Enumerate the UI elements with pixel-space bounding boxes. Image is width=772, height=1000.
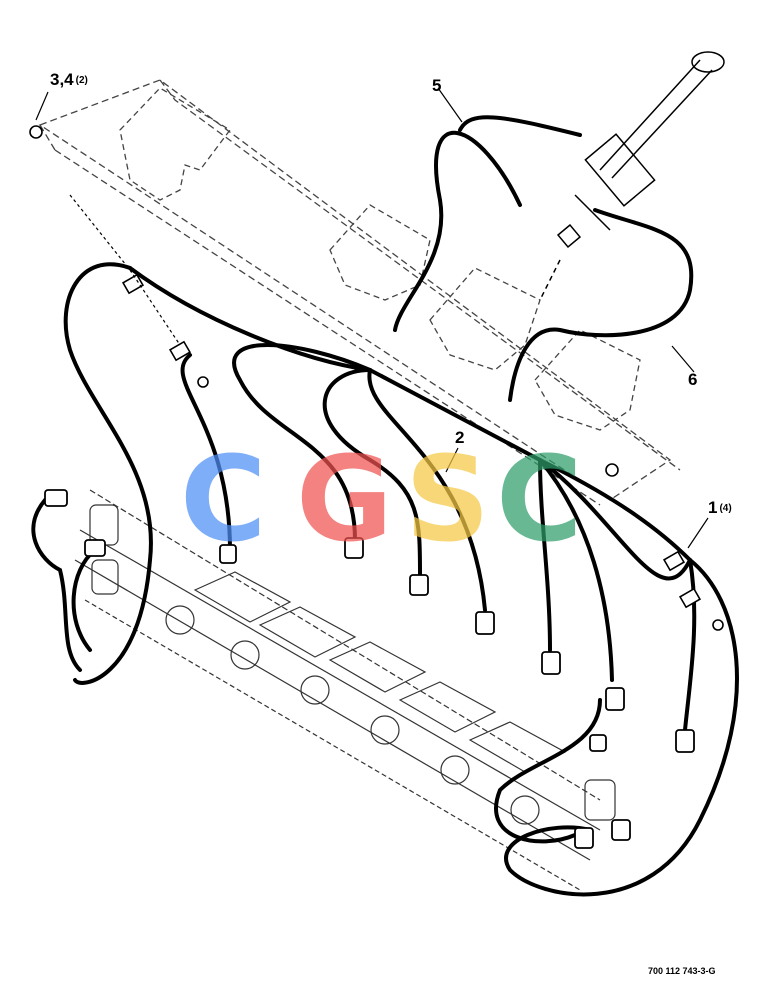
hose-clamps [29, 125, 724, 631]
callout-6: 6 [688, 370, 697, 390]
callout-qty: (2) [75, 75, 88, 86]
callout-qty: (4) [719, 503, 732, 514]
hose-fittings [44, 489, 695, 849]
callout-label: 1 [708, 498, 718, 517]
callout-1: 1(4) [708, 498, 732, 518]
control-valve [539, 51, 725, 301]
callout-5: 5 [432, 76, 441, 96]
watermark-letter-4: C [496, 430, 583, 568]
callout-3-4: 3,4(2) [50, 70, 88, 90]
callout-leaders [35, 87, 709, 549]
callout-label: 6 [688, 370, 698, 389]
watermark-letter-1: C [180, 430, 267, 568]
mounting-brackets [119, 87, 641, 431]
callout-label: 3,4 [50, 70, 74, 89]
hydraulic-hoses [31, 115, 739, 897]
callout-2: 2 [455, 428, 464, 448]
drawing-number: 700 112 743-3-G [648, 966, 716, 976]
watermark-letter-3: S [405, 430, 490, 568]
callout-label: 5 [432, 76, 442, 95]
callout-label: 2 [455, 428, 465, 447]
watermark-letter-2: G [296, 430, 393, 568]
